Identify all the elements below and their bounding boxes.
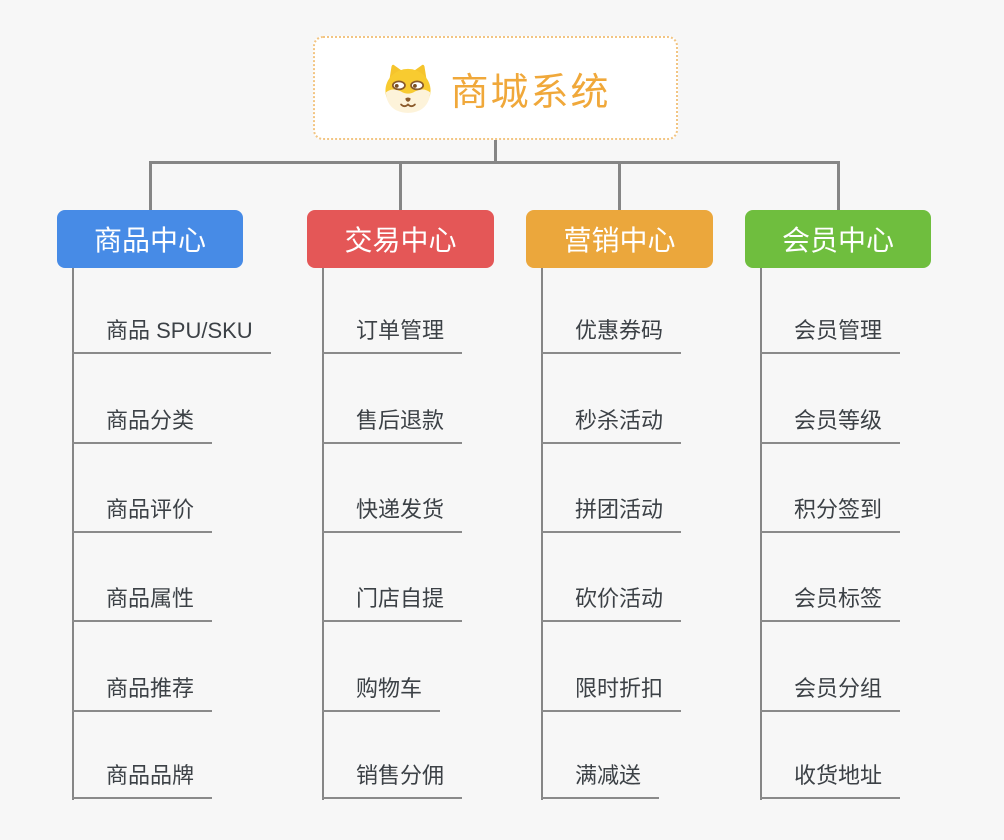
leaf-node[interactable]: 会员管理: [760, 316, 901, 354]
branch-label: 交易中心: [344, 225, 457, 256]
connector-line: [541, 268, 543, 800]
branch-label: 会员中心: [781, 225, 894, 256]
connector-line: [399, 161, 402, 210]
leaf-node[interactable]: 秒杀活动: [541, 406, 682, 444]
leaf-node[interactable]: 会员等级: [760, 406, 901, 444]
leaf-node[interactable]: 订单管理: [322, 316, 463, 354]
connector-line: [148, 161, 840, 164]
leaf-node[interactable]: 收货地址: [760, 761, 901, 799]
leaf-node[interactable]: 商品品牌: [72, 761, 213, 799]
branch-node-4[interactable]: 会员中心: [745, 210, 931, 268]
branch-node-1[interactable]: 商品中心: [57, 210, 243, 268]
leaf-node[interactable]: 销售分佣: [322, 761, 463, 799]
connector-line: [148, 161, 152, 210]
leaf-node[interactable]: 商品推荐: [72, 674, 213, 712]
leaf-node[interactable]: 拼团活动: [541, 495, 682, 533]
leaf-node[interactable]: 积分签到: [760, 495, 901, 533]
connector-line: [836, 161, 840, 210]
branch-label: 商品中心: [93, 225, 206, 256]
leaf-node[interactable]: 快递发货: [322, 495, 463, 533]
leaf-node[interactable]: 商品分类: [72, 406, 213, 444]
root-node[interactable]: 商城系统: [313, 36, 678, 140]
dog-face-icon: [380, 62, 436, 114]
branch-label: 营销中心: [563, 225, 676, 256]
branch-node-2[interactable]: 交易中心: [307, 210, 494, 268]
leaf-node[interactable]: 优惠券码: [541, 316, 682, 354]
leaf-node[interactable]: 商品评价: [72, 495, 213, 533]
connector-line: [494, 140, 497, 164]
leaf-node[interactable]: 门店自提: [322, 584, 463, 622]
leaf-node[interactable]: 购物车: [322, 674, 441, 712]
connector-line: [618, 161, 621, 210]
root-label: 商城系统: [450, 71, 611, 114]
leaf-node[interactable]: 会员分组: [760, 674, 901, 712]
leaf-node[interactable]: 限时折扣: [541, 674, 682, 712]
connector-line: [72, 268, 74, 800]
connector-line: [760, 268, 762, 800]
leaf-node[interactable]: 售后退款: [322, 406, 463, 444]
connector-line: [322, 268, 324, 800]
leaf-node[interactable]: 商品属性: [72, 584, 213, 622]
leaf-node[interactable]: 砍价活动: [541, 584, 682, 622]
leaf-node[interactable]: 商品 SPU/SKU: [72, 316, 271, 354]
leaf-node[interactable]: 满减送: [541, 761, 660, 799]
leaf-node[interactable]: 会员标签: [760, 584, 901, 622]
branch-node-3[interactable]: 营销中心: [526, 210, 713, 268]
